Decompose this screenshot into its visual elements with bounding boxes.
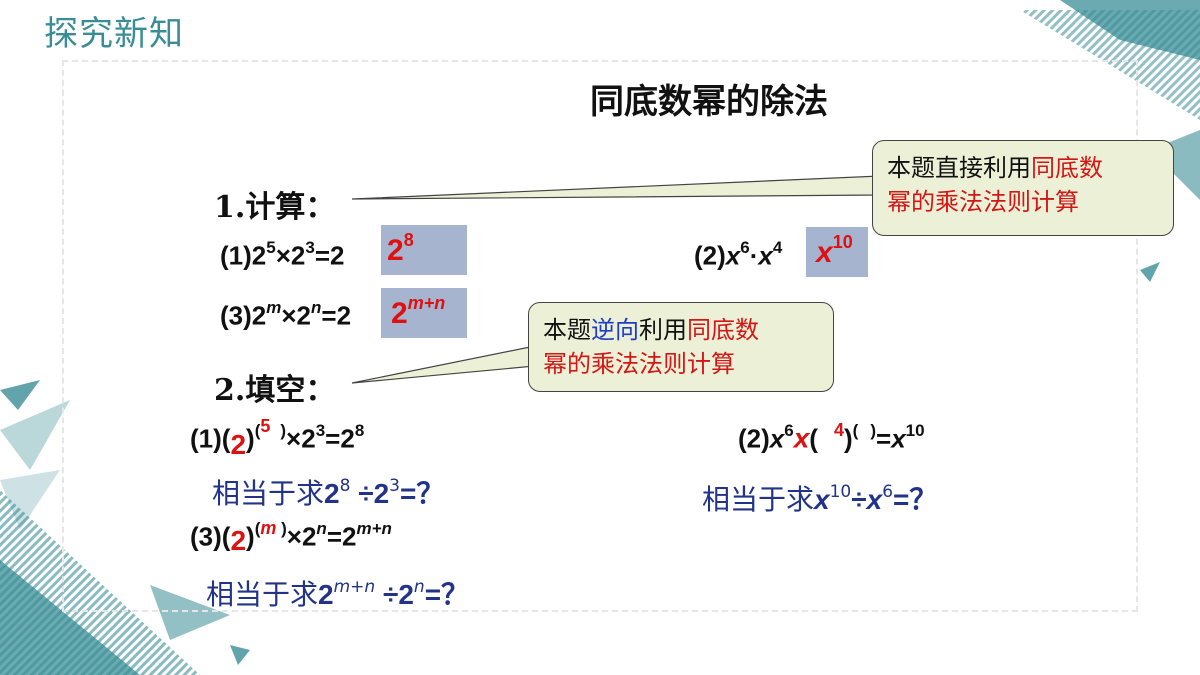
callout-2-line-1: 本题逆向利用同底数 (543, 316, 759, 344)
callout-reverse-rule: 本题逆向利用同底数 幂的乘法法则计算 (528, 302, 834, 392)
content-frame (62, 60, 1138, 612)
header-title: 探究新知 (44, 14, 184, 54)
calc-question-3: (3)2m×2n=2 (220, 298, 352, 331)
calc-question-1: (1)25×23=2 (220, 238, 345, 271)
slide-title: 同底数幂的除法 (590, 82, 828, 122)
section-fill-label: 2.填空： (214, 373, 336, 408)
calc-question-2: (2)x6·x4 (694, 238, 783, 271)
calc-answer-3: 2m+n (391, 293, 446, 330)
fill-question-3: (3)(2)(m )×2n=2m+n (190, 518, 392, 556)
fill-hint-2: 相当于求x10÷x6=？ (702, 481, 938, 516)
fill-answer-1-base: 2 (230, 428, 247, 460)
fill-answer-2-var: x (793, 422, 810, 454)
fill-answer-3-base: 2 (230, 524, 247, 556)
callout-1-line-2: 幂的乘法法则计算 (887, 188, 1079, 216)
calc-answer-box-1[interactable]: 28 (381, 225, 467, 275)
callout-direct-rule: 本题直接利用同底数 幂的乘法法则计算 (872, 140, 1174, 236)
section-calc-label: 1.计算： (214, 190, 336, 225)
fill-answer-1-exp: 5 (260, 416, 271, 436)
fill-hint-1: 相当于求28 ÷23=？ (212, 475, 445, 510)
calc-answer-box-3[interactable]: 2m+n (381, 288, 467, 338)
fill-answer-3-exp: m (260, 518, 277, 538)
calc-answer-1: 28 (387, 230, 414, 267)
fill-answer-2-exp: 4 (833, 420, 844, 440)
fill-question-1: (1)(2)(5)×23=28 (190, 416, 365, 460)
callout-2-line-2: 幂的乘法法则计算 (543, 350, 735, 378)
calc-answer-2: x10 (816, 232, 853, 269)
callout-1-line-1: 本题直接利用同底数 (887, 154, 1103, 182)
fill-hint-3: 相当于求2m+n ÷2n=？ (206, 576, 470, 611)
fill-question-2: (2)x6x(4)()=x10 (738, 420, 925, 454)
calc-answer-box-2[interactable]: x10 (806, 227, 868, 277)
